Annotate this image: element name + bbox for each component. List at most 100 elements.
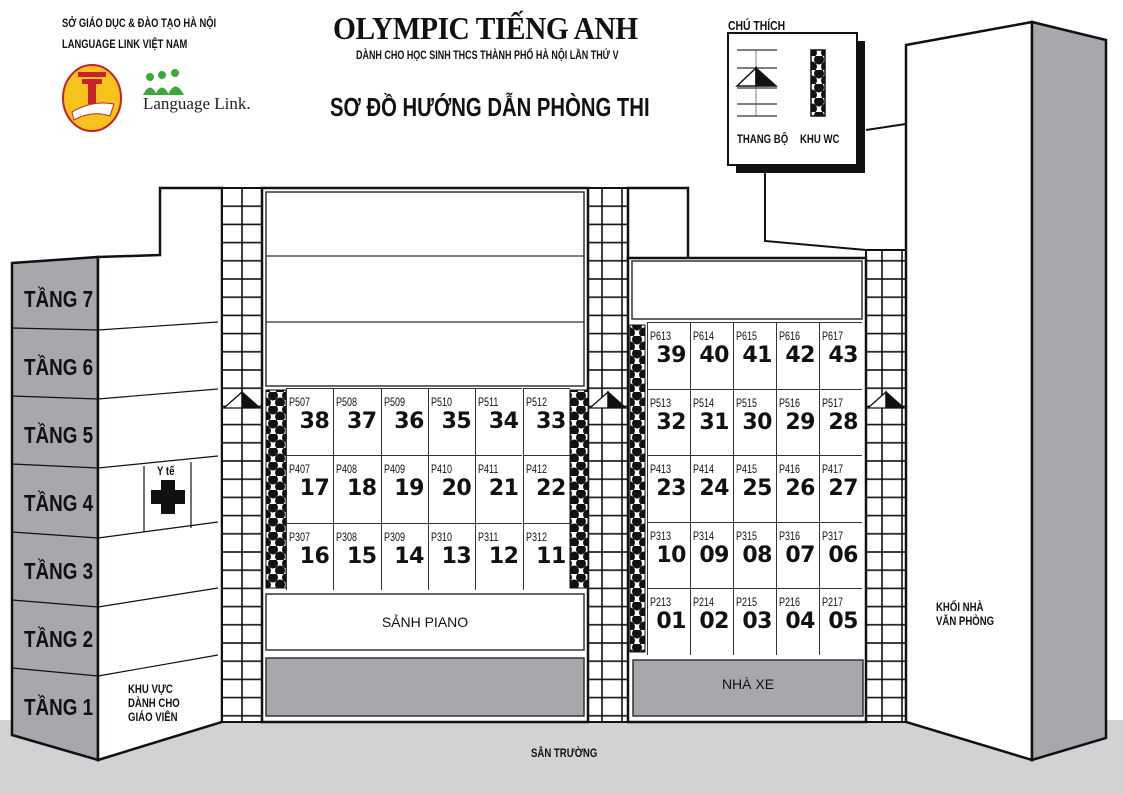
room-number: 43 [828,343,858,368]
subtitle: DÀNH CHO HỌC SINH THCS THÀNH PHỐ HÀ NỘI … [356,50,619,62]
room-code: P412 [525,462,547,477]
room-code: P517 [822,395,844,410]
room-code: P513 [650,395,672,410]
room-number: 36 [394,409,424,434]
room-number: 14 [394,543,424,569]
room-code: P215 [736,595,758,609]
room-number: 03 [742,609,772,634]
room-number: 07 [785,542,815,568]
room-code: P515 [736,395,758,410]
office-block-line: KHỐI NHÀ [936,600,984,614]
room-code: P409 [383,462,405,477]
stairs-right [865,249,907,723]
stairs-left [221,187,263,723]
room-number: 24 [699,476,729,501]
office-block-line: VĂN PHÒNG [936,614,995,628]
room-number: 12 [488,543,519,569]
room-number: 38 [299,409,330,434]
room-number: 27 [828,476,858,501]
room-number: 23 [656,476,686,501]
room-code: P414 [693,462,715,476]
room-number: 33 [536,409,566,434]
room-number: 08 [742,542,772,568]
page-title: OLYMPIC TIẾNG ANH [333,10,638,46]
room-code: P217 [822,595,844,609]
room-number: 30 [742,409,772,435]
medical-cross-icon [151,480,185,514]
room-code: P512 [525,395,547,409]
room-number: 41 [742,343,772,368]
wc-center-right [569,389,589,589]
right-building [626,256,868,724]
room-code: P516 [779,395,801,410]
room-number: 40 [699,343,729,368]
room-code: P416 [779,462,801,476]
room-code: P214 [693,595,715,609]
room-number: 39 [656,343,686,368]
room-number: 04 [785,609,815,634]
room-code: P407 [289,462,311,477]
room-code: P310 [430,529,452,544]
room-number: 34 [488,409,519,434]
room-code: P511 [478,395,499,409]
room-code: P617 [822,329,844,343]
room-code: P315 [736,528,758,543]
legend-stairs-label: THANG BỘ [737,132,789,146]
room-code: P309 [383,529,405,544]
wc-right [629,324,646,653]
medical-label: Y tế [157,464,175,478]
room-code: P308 [336,529,358,544]
room-number: 21 [488,476,519,502]
legend-stairs-icon [735,49,778,117]
teacher-area-line: DÀNH CHO [128,696,180,710]
floor-label: TẦNG 2 [24,626,94,652]
legend-box [727,32,858,166]
parking-label: NHÀ XE [721,676,775,692]
room-code: P411 [478,462,499,477]
